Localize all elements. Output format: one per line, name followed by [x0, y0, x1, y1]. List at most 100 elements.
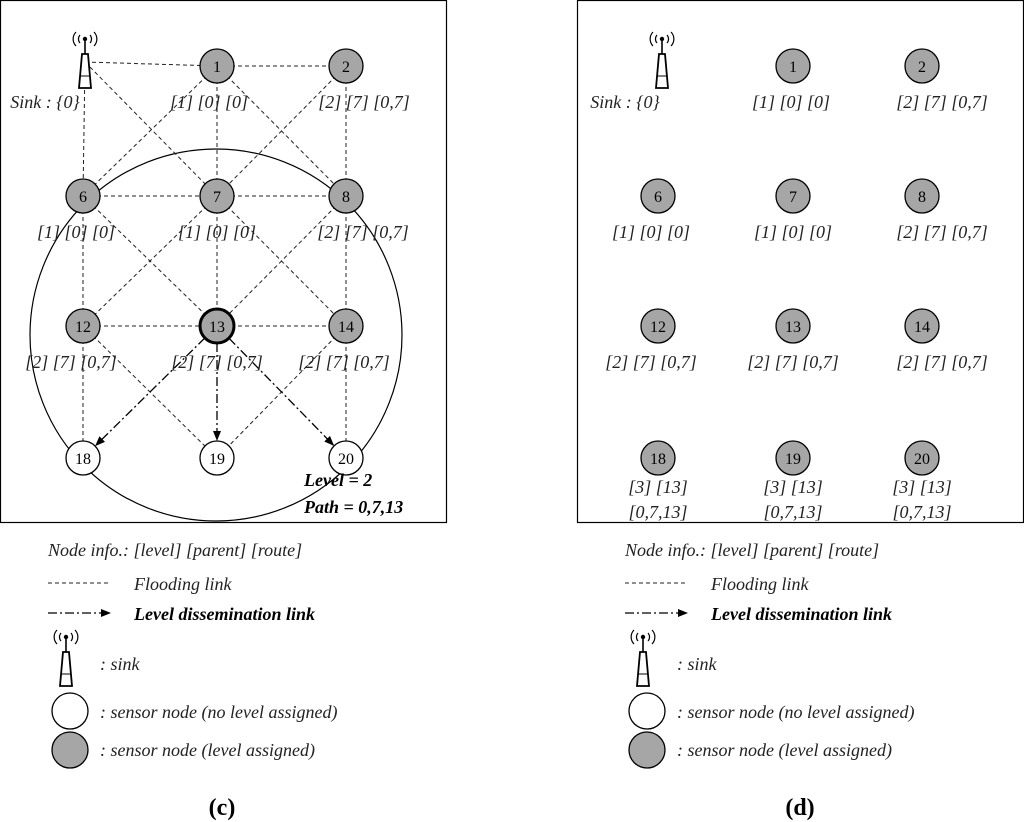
- node-info: [1] [0] [0]: [752, 92, 830, 112]
- level-dissemination-link: [95, 337, 206, 447]
- panel-frame: [0, 0, 448, 524]
- node-id-label: 7: [789, 189, 797, 206]
- legend-sink-icon: [53, 629, 79, 687]
- node-id-label: 19: [785, 451, 801, 468]
- node-id-label: 14: [338, 319, 354, 336]
- sink-label: Sink : {0}: [590, 92, 660, 112]
- node-info: [2] [7] [0,7]: [318, 92, 410, 112]
- node-info: [3] [13]: [892, 477, 952, 497]
- sensor-node-1: 1[1] [0] [0]: [752, 48, 830, 112]
- node-circle-assigned: [640, 178, 676, 214]
- sink-icon: [649, 31, 675, 89]
- node-id-label: 18: [75, 451, 91, 468]
- sensor-node-12: 12 [2] [7] [0,7]: [605, 308, 697, 372]
- legend-unassigned-node-icon: [51, 692, 89, 730]
- flooding-link: [216, 65, 347, 197]
- legend-level-assigned: : sensor node (level assigned): [677, 740, 892, 761]
- sensor-node-18: 18 [3] [13] [0,7,13]: [628, 440, 688, 522]
- node-info: [2] [7] [0,7]: [896, 92, 988, 112]
- sensor-node-8: 8 [2] [7] [0,7]: [896, 178, 988, 242]
- legend-node-info: Node info.: [level] [parent] [route]: [624, 540, 879, 560]
- node-info: [3] [13]: [763, 477, 823, 497]
- node-info: [1] [0] [0]: [178, 222, 256, 242]
- node-circle-assigned: [65, 178, 101, 214]
- panel-d: Sink : {0}1[1] [0] [0]2[2] [7] [0,7]6[1]…: [576, 0, 1024, 821]
- flooding-link: [216, 195, 347, 327]
- node-id-label: 13: [209, 319, 225, 336]
- legend-level-assigned: : sensor node (level assigned): [100, 740, 315, 761]
- flooding-link: [84, 61, 218, 67]
- node-id-label: 14: [914, 319, 930, 336]
- node-circle-assigned: [199, 178, 235, 214]
- node-id-label: 19: [209, 451, 225, 468]
- sensor-node-7: 7 [1] [0] [0]: [178, 178, 256, 242]
- node-circle-assigned: [904, 48, 940, 84]
- node-circle-unassigned: [65, 440, 101, 476]
- node-circle-unassigned: [328, 440, 364, 476]
- flooding-link: [82, 195, 218, 327]
- node-id-label: 1: [213, 59, 221, 76]
- legend-assigned-node-icon: [628, 731, 666, 769]
- node-info: [2] [7] [0,7]: [317, 222, 409, 242]
- sensor-node-8: 8 [2] [7] [0,7]: [317, 178, 409, 242]
- node-circle-assigned: [640, 440, 676, 476]
- node-info: [2] [7] [0,7]: [605, 352, 697, 372]
- node-id-label: 8: [918, 189, 926, 206]
- node-info: [1] [0] [0]: [612, 222, 690, 242]
- node-circle-assigned: [904, 440, 940, 476]
- node-id-label: 13: [785, 319, 801, 336]
- sensor-node-14: 14[2] [7] [0,7]: [298, 308, 390, 372]
- level-annotation: Level = 2: [303, 470, 372, 490]
- node-info: [1] [0] [0]: [170, 92, 248, 112]
- node-id-label: 2: [918, 59, 926, 76]
- legend-node-info: Node info.: [level] [parent] [route]: [47, 540, 302, 560]
- node-id-label: 20: [338, 451, 354, 468]
- sensor-node-20: 20[3] [13][0,7,13]: [892, 440, 952, 522]
- node-circle-assigned: [904, 178, 940, 214]
- node-circle-assigned: [775, 308, 811, 344]
- sensor-node-6: 6[1] [0] [0]: [37, 178, 115, 242]
- flooding-link: [82, 65, 218, 197]
- node-circle-assigned: [904, 308, 940, 344]
- node-id-label: 12: [650, 319, 666, 336]
- node-info: [3] [13]: [628, 477, 688, 497]
- node-circle-assigned: [199, 48, 235, 84]
- node-circle-assigned: [328, 48, 364, 84]
- node-info: [2] [7] [0,7]: [25, 352, 117, 372]
- node-id-label: 8: [342, 189, 350, 206]
- node-info: [1] [0] [0]: [37, 222, 115, 242]
- sensor-node-14: 14 [2] [7] [0,7]: [896, 308, 988, 372]
- sensor-node-1: 1 [1] [0] [0]: [170, 48, 248, 112]
- node-id-label: 18: [650, 451, 666, 468]
- panel-caption: (c): [209, 795, 236, 821]
- legend: Node info.: [level] [parent] [route] Floo…: [47, 540, 337, 769]
- legend-no-level: : sensor node (no level assigned): [100, 702, 337, 723]
- node-circle-assigned: [328, 178, 364, 214]
- node-info: [2] [7] [0,7]: [896, 222, 988, 242]
- node-circle-assigned: [640, 308, 676, 344]
- node-info: [0,7,13]: [628, 502, 687, 522]
- level-dissemination-link: [228, 337, 335, 446]
- node-id-label: 7: [213, 189, 221, 206]
- node-info: [0,7,13]: [763, 502, 822, 522]
- legend-no-level: : sensor node (no level assigned): [677, 702, 914, 723]
- legend-sink: : sink: [677, 654, 718, 674]
- node-info: [2] [7] [0,7]: [896, 352, 988, 372]
- legend-sink-icon: [630, 629, 656, 687]
- sensor-node-19: 19: [199, 440, 235, 476]
- node-circle-assigned: [775, 440, 811, 476]
- node-circle-assigned: [198, 307, 236, 345]
- legend-assigned-node-icon: [51, 731, 89, 769]
- node-info: [0,7,13]: [892, 502, 951, 522]
- sensor-node-2: 2[2] [7] [0,7]: [318, 48, 410, 112]
- node-info: [1] [0] [0]: [754, 222, 832, 242]
- legend-flooding-link: Flooding link: [133, 574, 232, 594]
- panel-c: Sink : {0}1[1] [0] [0]2[2] [7] [0,7]6[1]…: [0, 0, 448, 821]
- node-circle-assigned: [65, 308, 101, 344]
- node-id-label: 12: [75, 319, 91, 336]
- panel-caption: (d): [785, 795, 814, 821]
- flooding-link: [82, 325, 218, 459]
- legend-sink: : sink: [100, 654, 141, 674]
- legend-unassigned-node-icon: [628, 692, 666, 730]
